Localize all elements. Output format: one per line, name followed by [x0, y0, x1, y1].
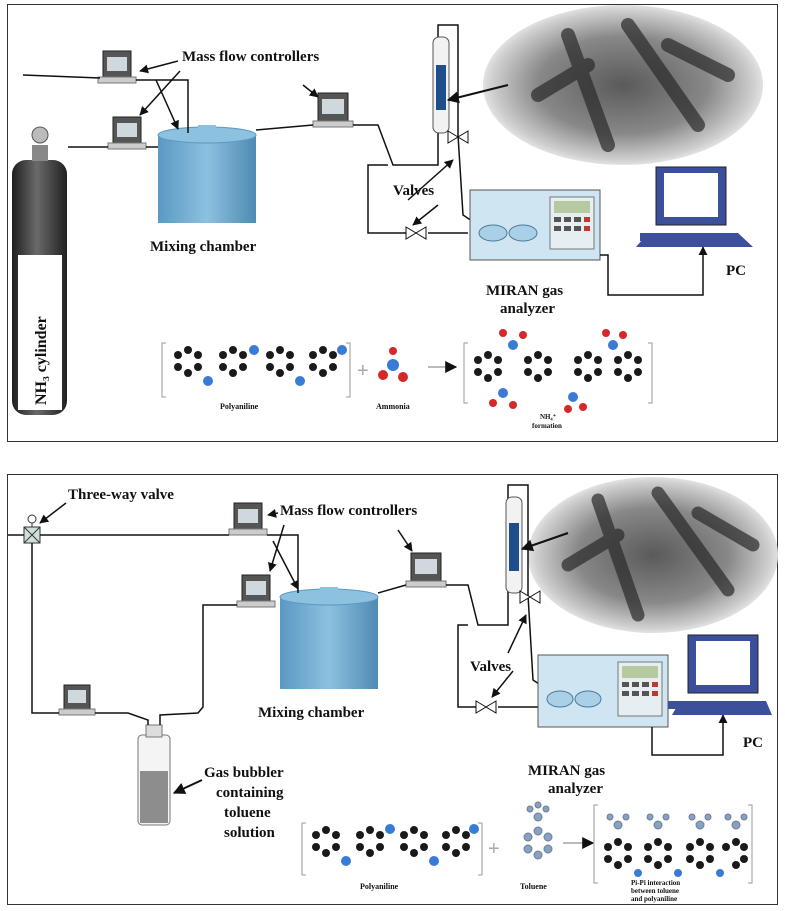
mass-flow-controller: [236, 574, 276, 608]
label-formation: formation: [532, 422, 562, 430]
valve: [405, 226, 427, 240]
label-bubbler-2: containing: [216, 785, 284, 801]
pc-icon: [636, 166, 753, 247]
label-polyaniline: Polyaniline: [220, 402, 259, 411]
label-bubbler-3: toluene: [224, 805, 271, 821]
mass-flow-controller: [312, 92, 354, 128]
miran-gas-analyzer: [537, 654, 669, 728]
panel-toluene-setup: Three-way valve: [7, 474, 778, 905]
label-mass-flow-controllers: Mass flow controllers: [182, 49, 319, 65]
label-three-way-valve: Three-way valve: [68, 487, 174, 503]
label-valves: Valves: [470, 659, 511, 675]
valve: [475, 700, 497, 714]
label-pipi-2: between toluene: [631, 887, 679, 895]
gas-lines: [8, 484, 549, 725]
mixing-chamber: [157, 125, 257, 223]
mass-flow-controller: [58, 684, 96, 716]
pc-icon: [668, 634, 772, 715]
ammonia-setup-diagram: NH₃ cylinder: [12, 5, 763, 430]
sensor-tube: [505, 496, 523, 594]
label-valves: Valves: [393, 183, 434, 199]
label-pipi-1: Pi-Pi interaction: [631, 879, 680, 887]
label-bubbler-1: Gas bubbler: [204, 765, 284, 781]
panel-ammonia-setup: NH₃ cylinder: [7, 4, 778, 442]
label-mixing-chamber: Mixing chamber: [150, 239, 257, 255]
mass-flow-controller: [228, 502, 268, 536]
label-toluene: Toluene: [520, 882, 547, 891]
reaction-scheme-ammonia: + Polyaniline Ammonia NH₄⁺ formation: [161, 329, 653, 430]
label-pc: PC: [743, 735, 763, 751]
toluene-setup-diagram: Three-way valve: [8, 477, 778, 903]
label-mass-flow-controllers: Mass flow controllers: [280, 503, 417, 519]
valve: [447, 130, 469, 144]
label-bubbler-4: solution: [224, 825, 276, 841]
nanofiber-texture: [531, 18, 735, 152]
tem-image: [528, 477, 778, 633]
miran-gas-analyzer: [469, 189, 601, 261]
mass-flow-controller: [97, 50, 137, 84]
mass-flow-controller: [107, 116, 147, 150]
cylinder-label: NH₃ cylinder: [33, 316, 50, 405]
label-polyaniline: Polyaniline: [360, 882, 399, 891]
svg-text:+: +: [488, 838, 500, 860]
gas-lines: [22, 24, 479, 234]
sensor-tube: [432, 36, 450, 134]
valve: [519, 590, 541, 604]
nh3-cylinder: NH₃ cylinder: [12, 126, 67, 415]
label-mixing-chamber: Mixing chamber: [258, 705, 365, 721]
mass-flow-controller: [405, 552, 447, 588]
label-pipi-3: and polyaniline: [631, 895, 677, 903]
label-pc: PC: [726, 263, 746, 279]
three-way-valve: [23, 514, 41, 544]
label-nh4: NH₄⁺: [540, 413, 557, 421]
mixing-chamber: [279, 587, 379, 689]
svg-text:+: +: [357, 360, 369, 382]
label-miran-1: MIRAN gas: [528, 763, 605, 779]
label-miran-2: analyzer: [548, 781, 603, 797]
label-miran-1: MIRAN gas: [486, 283, 563, 299]
reaction-scheme-toluene: + Polyaniline Toluene Pi-Pi interaction …: [301, 801, 753, 903]
label-ammonia: Ammonia: [376, 402, 410, 411]
gas-bubbler: [137, 724, 171, 826]
nanofiber-texture: [561, 486, 760, 622]
label-miran-2: analyzer: [500, 301, 555, 317]
